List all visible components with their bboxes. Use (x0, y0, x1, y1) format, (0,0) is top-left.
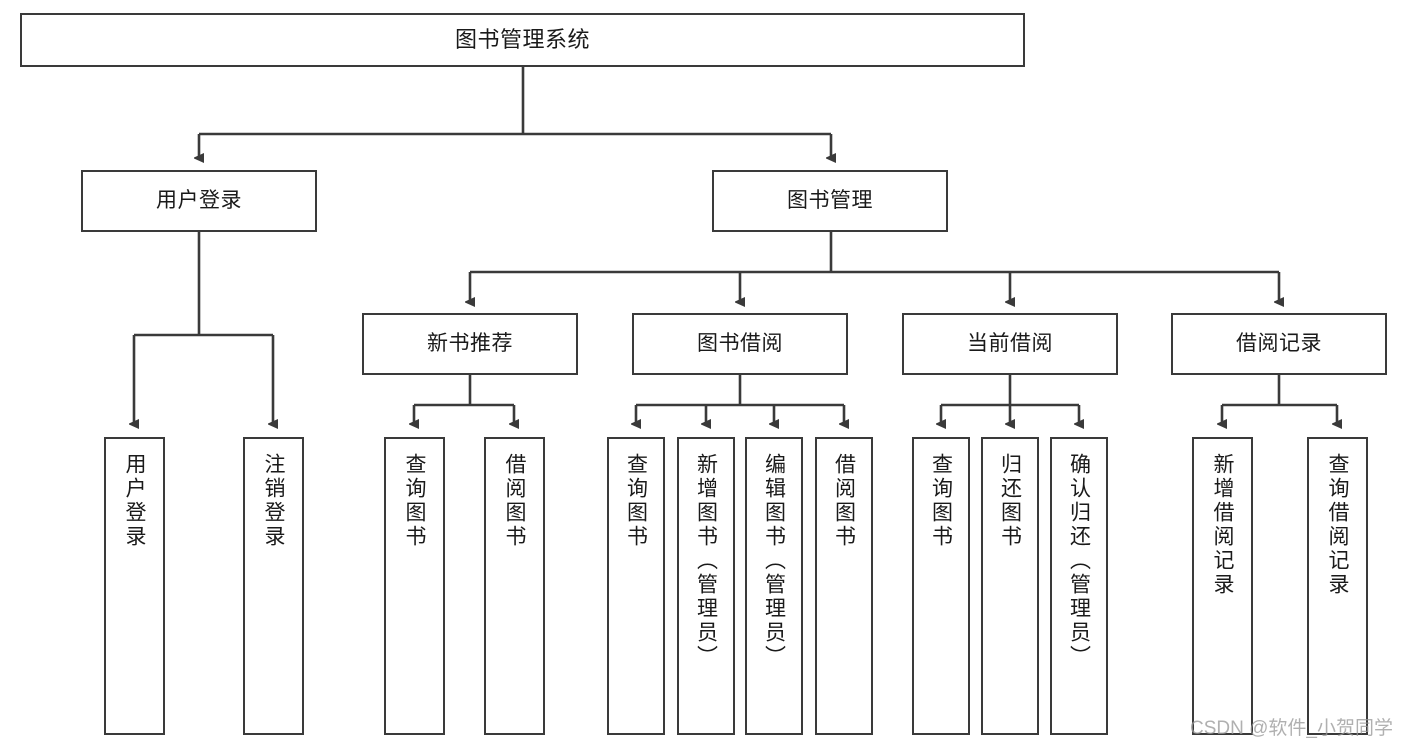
node-new-book-recommend[interactable]: 新书推荐 (362, 313, 578, 375)
node-label: 借阅图书 (503, 453, 526, 549)
leaf-recommend-query-book[interactable]: 查询图书 (384, 437, 445, 735)
node-label: 编辑图书（管理员） (762, 453, 786, 669)
leaf-recommend-borrow-book[interactable]: 借阅图书 (484, 437, 545, 735)
leaf-borrow-edit-book-admin[interactable]: 编辑图书（管理员） (745, 437, 803, 735)
node-label: 注销登录 (262, 453, 285, 549)
node-label: 查询图书 (403, 453, 426, 549)
leaf-current-return-book[interactable]: 归还图书 (981, 437, 1039, 735)
leaf-record-add-record[interactable]: 新增借阅记录 (1192, 437, 1253, 735)
node-label: 确认归还（管理员） (1067, 453, 1091, 669)
leaf-borrow-borrow-book[interactable]: 借阅图书 (815, 437, 873, 735)
node-label: 归还图书 (998, 453, 1022, 549)
leaf-current-confirm-return-admin[interactable]: 确认归还（管理员） (1050, 437, 1108, 735)
node-root-system[interactable]: 图书管理系统 (20, 13, 1025, 67)
node-current-borrow[interactable]: 当前借阅 (902, 313, 1118, 375)
leaf-borrow-query-book[interactable]: 查询图书 (607, 437, 665, 735)
node-label: 查询图书 (624, 453, 648, 549)
node-label: 图书借阅 (697, 331, 783, 355)
node-label: 当前借阅 (967, 331, 1053, 355)
node-label: 用户登录 (123, 453, 146, 549)
node-label: 新增借阅记录 (1211, 453, 1234, 597)
node-label: 查询图书 (929, 453, 953, 549)
node-label: 新书推荐 (427, 331, 513, 355)
node-label: 用户登录 (156, 188, 242, 212)
node-label: 借阅图书 (832, 453, 856, 549)
node-book-management[interactable]: 图书管理 (712, 170, 948, 232)
node-label: 查询借阅记录 (1326, 453, 1349, 597)
leaf-current-query-book[interactable]: 查询图书 (912, 437, 970, 735)
node-label: 图书管理系统 (454, 27, 590, 53)
leaf-borrow-add-book-admin[interactable]: 新增图书（管理员） (677, 437, 735, 735)
leaf-user-login-logout[interactable]: 注销登录 (243, 437, 304, 735)
leaf-user-login-login[interactable]: 用户登录 (104, 437, 165, 735)
node-label: 借阅记录 (1236, 331, 1322, 355)
node-borrow-record[interactable]: 借阅记录 (1171, 313, 1387, 375)
node-book-borrow[interactable]: 图书借阅 (632, 313, 848, 375)
node-label: 图书管理 (787, 188, 873, 212)
leaf-record-query-record[interactable]: 查询借阅记录 (1307, 437, 1368, 735)
node-user-login[interactable]: 用户登录 (81, 170, 317, 232)
node-label: 新增图书（管理员） (694, 453, 718, 669)
